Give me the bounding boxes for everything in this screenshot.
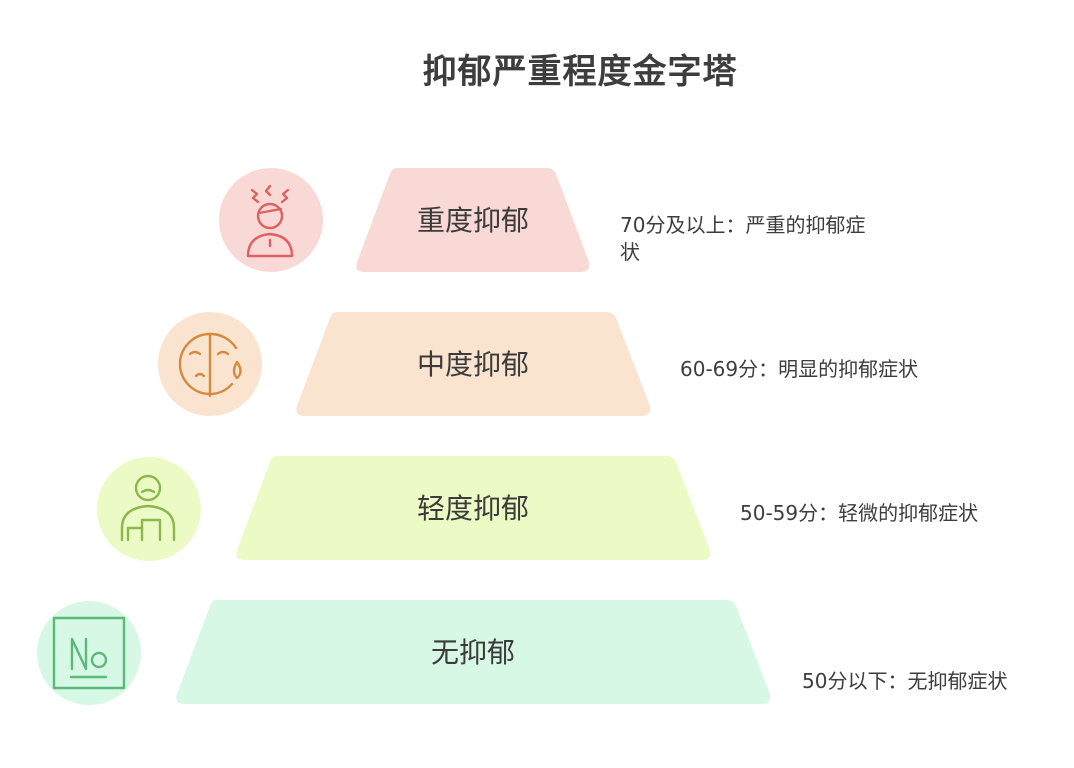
pyramid-level-moderate: 中度抑郁 <box>158 312 651 416</box>
level-label-mild: 轻度抑郁 <box>417 492 529 525</box>
pyramid-segment-mild <box>236 456 711 560</box>
pyramid-level-mild: 轻度抑郁 <box>97 456 711 561</box>
diagram-title: 抑郁严重程度金字塔 <box>422 52 738 92</box>
pyramid-level-severe: 重度抑郁 <box>219 168 590 272</box>
sad-face-tear-icon <box>178 332 242 398</box>
no-sign-icon <box>52 616 126 690</box>
severe-icon-badge <box>219 168 323 272</box>
level-label-moderate: 中度抑郁 <box>417 348 529 381</box>
description-severe: 70分及以上：严重的抑郁症状 <box>620 213 866 264</box>
stressed-person-icon <box>246 184 294 258</box>
description-mild: 50-59分：轻微的抑郁症状 <box>740 501 979 525</box>
mild-icon-badge <box>97 457 201 561</box>
moderate-icon-badge <box>158 312 262 416</box>
pyramid-segment-severe <box>356 168 590 272</box>
description-moderate: 60-69分：明显的抑郁症状 <box>680 357 919 381</box>
description-none: 50分以下：无抑郁症状 <box>802 669 1008 693</box>
none-icon-badge <box>37 601 141 705</box>
pyramid-level-none: 无抑郁 <box>37 600 771 705</box>
pyramid-segment-moderate <box>296 312 651 416</box>
level-label-none: 无抑郁 <box>431 636 515 669</box>
level-label-severe: 重度抑郁 <box>417 204 529 237</box>
pyramid-segment-none <box>176 600 771 704</box>
person-with-boxes-icon <box>120 474 176 542</box>
